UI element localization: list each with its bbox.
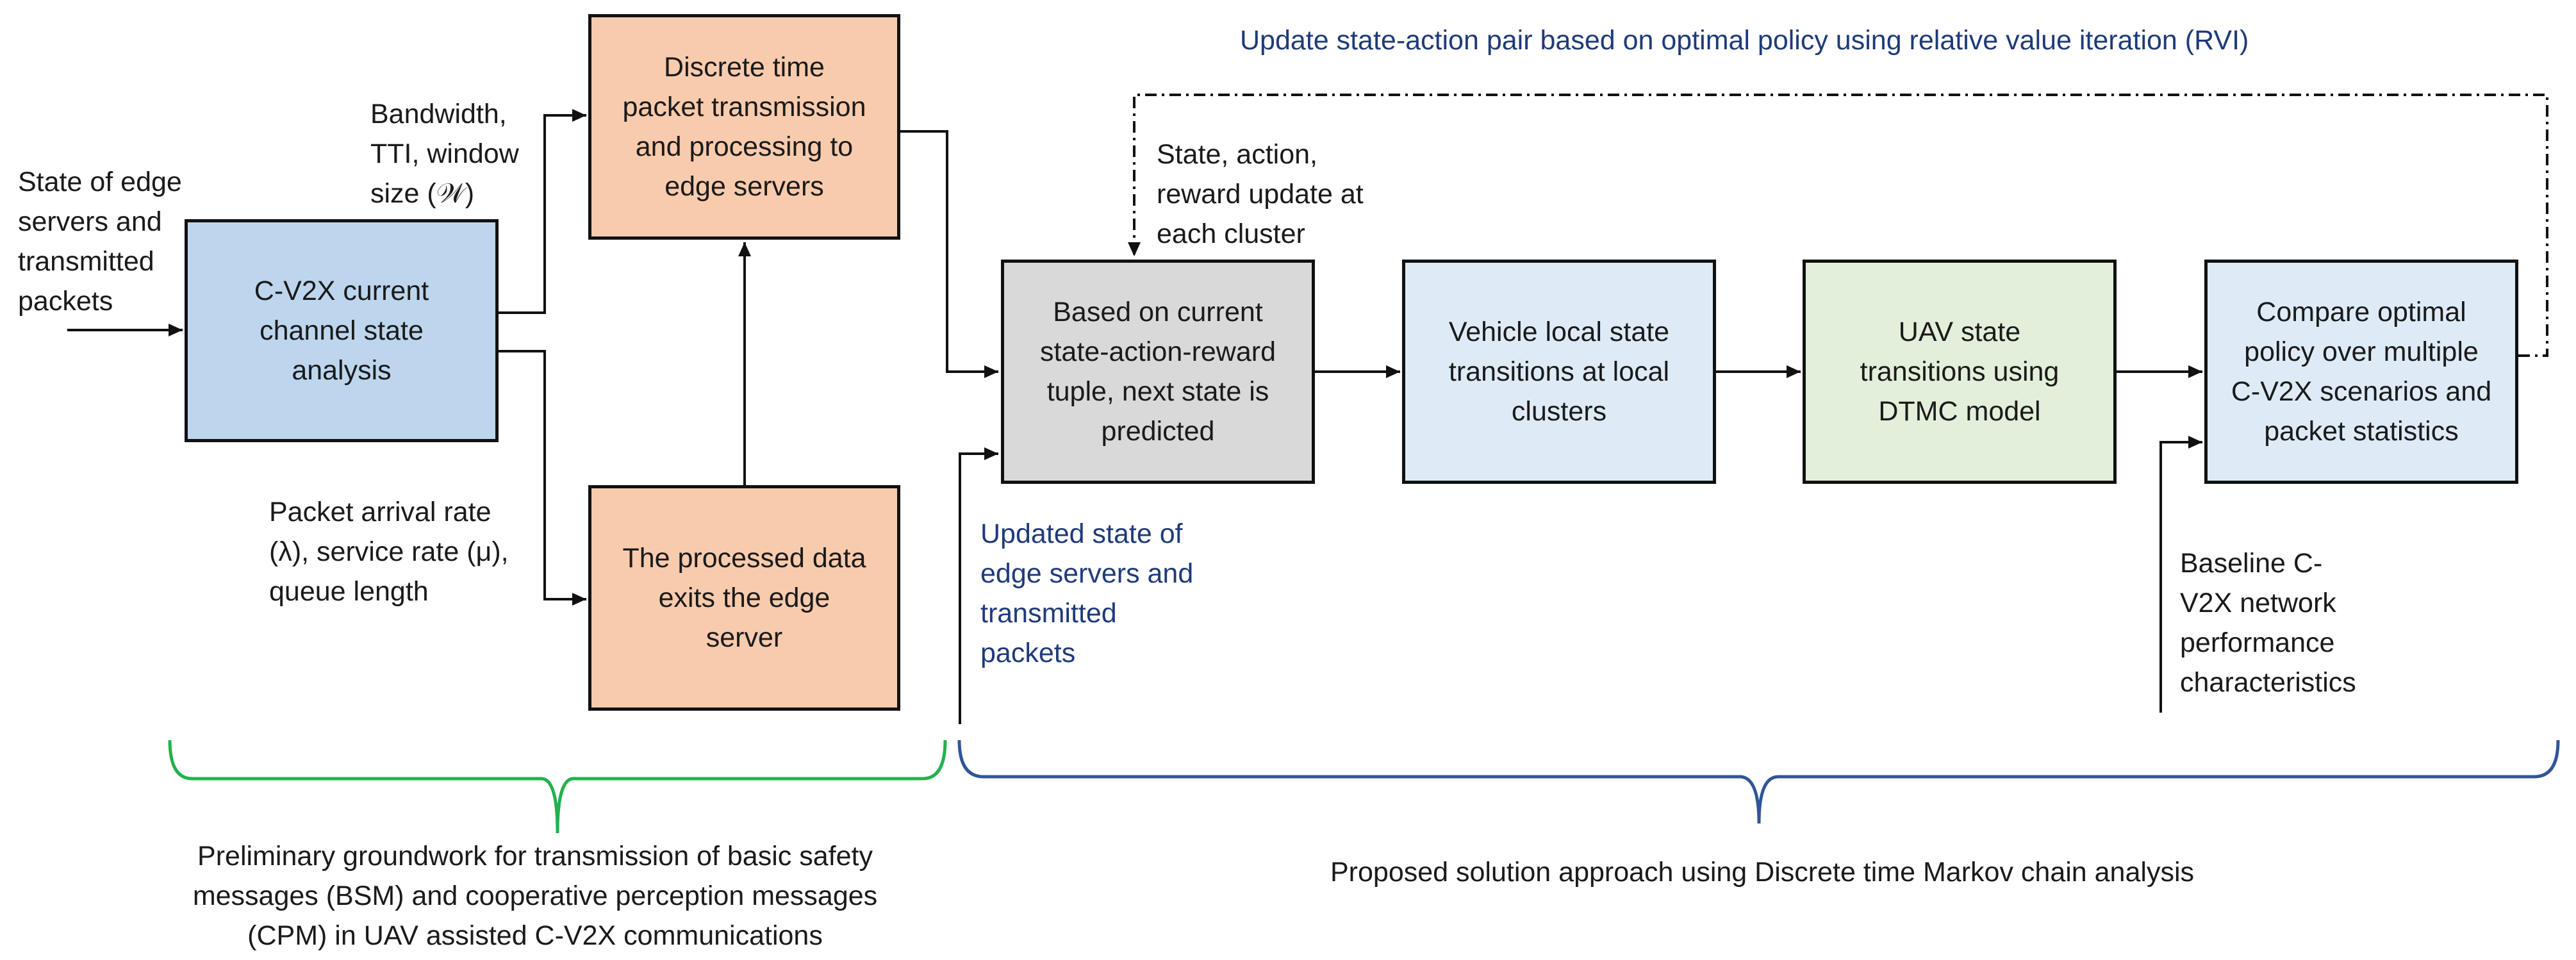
rvi-update-label: Update state-action pair based on optima… [1240,25,2249,56]
proposed-caption: Proposed solution approach using Discret… [1330,857,2194,888]
arrow-transmission-to-prediction [900,130,998,378]
state-prediction-box: Based on current state-action-reward tup… [1001,260,1315,484]
updated-edge-state-label: Updated state of edge servers and transm… [980,518,1194,668]
discrete-transmission-box: Discrete time packet transmission and pr… [588,14,900,240]
packet-params-label: Packet arrival rate (λ), service rate (μ… [269,497,509,607]
edge-state-input-label: State of edge servers and transmitted pa… [18,167,182,317]
vehicle-transitions-box: Vehicle local state transitions at local… [1402,260,1716,484]
rvi-feedback-loop [1128,94,2548,357]
proposed-brace [957,740,2560,824]
processed-exit-box: The processed data exits the edge server [588,485,900,711]
uav-transitions-box: UAV state transitions using DTMC model [1803,260,2117,484]
groundwork-brace [168,740,947,834]
groundwork-caption: Preliminary groundwork for transmission … [192,841,878,951]
arrow-channel-to-exit [497,350,586,606]
bandwidth-params-label: Bandwidth, TTI, window size (𝒲) [370,99,519,209]
baseline-characteristics-label: Baseline C- V2X network performance char… [2180,548,2356,698]
channel-analysis-box: C-V2X current channel state analysis [185,219,499,442]
arrow-channel-to-transmission [497,109,586,314]
compare-policy-box: Compare optimal policy over multiple C-V… [2204,260,2518,484]
arrow-updated-state-to-prediction [959,447,998,724]
arrow-baseline-to-compare [2159,436,2202,713]
state-action-reward-label: State, action, reward update at each clu… [1157,139,1364,249]
